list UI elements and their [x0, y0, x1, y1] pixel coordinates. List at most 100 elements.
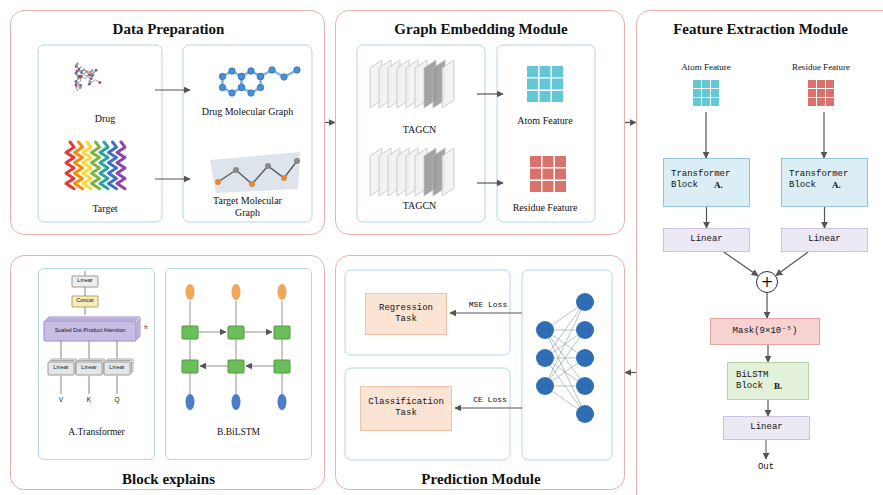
- graph-item: Drug Molecular Graph: [190, 50, 305, 134]
- figure-label: Linear: [104, 364, 130, 370]
- residue-feature-cell: [826, 89, 834, 97]
- connector: [325, 122, 335, 123]
- group-box: [357, 45, 485, 222]
- flow-line: [190, 373, 191, 394]
- protein-helix: [117, 142, 125, 189]
- group-box: [522, 270, 612, 460]
- atom-feature-cell: [693, 89, 701, 97]
- graph-atom: [238, 73, 244, 79]
- linear-layer: Linear: [781, 228, 868, 252]
- molecule-atom: [75, 65, 78, 68]
- atom-feature-cell: [711, 80, 719, 88]
- lstm-cell: [274, 326, 290, 339]
- residue-chain: [218, 161, 297, 184]
- atom-feature-cell: [540, 66, 551, 77]
- figure-label: Concat: [72, 297, 98, 303]
- molecule-atom: [98, 81, 101, 84]
- node-text: +: [757, 274, 777, 290]
- connector: [823, 112, 824, 158]
- molecule-atom: [91, 74, 94, 77]
- output-node: [232, 284, 241, 300]
- graph-atom: [219, 84, 225, 90]
- module-panel: Feature Extraction ModuleAtom FeatureRes…: [636, 10, 883, 495]
- flow-line: [236, 373, 237, 394]
- module-panel: Prediction ModuleRegression TaskClassifi…: [335, 255, 625, 490]
- nn-neuron: [576, 293, 594, 311]
- connector: [155, 89, 190, 90]
- lstm-cell: [182, 360, 198, 373]
- figure-label: Scaled Dot-Product Attention: [44, 327, 136, 333]
- atom-feature-cell: [552, 79, 563, 90]
- flow-line: [89, 376, 90, 394]
- lstm-cell: [228, 360, 244, 373]
- nn-neuron: [576, 321, 594, 339]
- nn-neuron: [576, 405, 594, 423]
- figure-label: V: [51, 396, 71, 403]
- group-box: [345, 368, 510, 460]
- nn-neuron: [576, 377, 594, 395]
- node-text: Atom Feature: [670, 62, 742, 73]
- figure-label: Linear: [48, 364, 74, 370]
- residue-feature-cell: [543, 181, 554, 192]
- node-text: TAGCN: [362, 124, 477, 136]
- lstm-cell: [274, 360, 290, 373]
- loss-arrow: [455, 408, 522, 409]
- node-text: B.: [774, 381, 794, 392]
- node-text: Linear: [724, 422, 809, 433]
- graph-atom: [269, 67, 275, 73]
- node-text: Drug Molecular Graph: [200, 106, 295, 118]
- flow-line: [244, 332, 272, 333]
- module-panel: Data PreparationDrugTargetDrug Molecular…: [10, 10, 325, 235]
- linear-box: [104, 362, 130, 375]
- atom-feature-cell: [702, 89, 710, 97]
- graph-atom: [257, 73, 263, 79]
- nn-link: [545, 330, 585, 414]
- gcn-layer: [442, 148, 454, 196]
- attention-box: [44, 321, 136, 341]
- nn-neuron: [576, 349, 594, 367]
- node-text: Transformer Block: [671, 169, 735, 191]
- flow-line: [89, 341, 90, 360]
- residue-feature-cell: [543, 169, 554, 180]
- connector: [477, 182, 503, 183]
- feature-item: Residue Feature: [503, 148, 587, 218]
- protein-helix: [109, 142, 117, 189]
- graph-atom: [257, 73, 263, 79]
- linear-layer: Linear: [663, 228, 750, 252]
- flow-line: [282, 373, 283, 394]
- graph-atom: [238, 84, 244, 90]
- node-text: A.: [832, 180, 852, 191]
- residue-feature-cell: [808, 80, 816, 88]
- target-item: Target: [55, 134, 155, 218]
- bilstm-block: BiLSTM BlockB.: [727, 362, 809, 400]
- lstm-cell: [182, 326, 198, 339]
- graph-atom: [248, 68, 254, 74]
- residue-feature-cell: [530, 156, 541, 167]
- connector: [155, 178, 190, 179]
- gcn-layer: [442, 60, 454, 108]
- node-text: Target: [55, 203, 155, 215]
- molecule-atom: [75, 84, 78, 87]
- flow-line: [61, 376, 62, 394]
- flow-line: [246, 366, 274, 367]
- linear-box: [48, 362, 74, 375]
- node-text: TAGCN: [362, 200, 477, 212]
- molecule-atom: [89, 80, 92, 83]
- linear-box: [72, 276, 98, 287]
- atom-feature-cell: [540, 79, 551, 90]
- gcn-item: TAGCN: [362, 142, 477, 218]
- residue-feature-cell: [555, 156, 566, 167]
- node-text: Feature Extraction Module: [637, 20, 883, 38]
- molecule-atom: [85, 70, 88, 73]
- molecule-atom: [88, 74, 91, 77]
- atom-feature-cell: [702, 80, 710, 88]
- graph-atom: [294, 67, 300, 73]
- connector: [625, 372, 636, 373]
- transformer-block: Transformer BlockA.: [781, 158, 868, 207]
- node-text: Residue Feature: [503, 202, 587, 214]
- figure-label: K: [79, 396, 99, 403]
- flow-line: [282, 301, 283, 326]
- connector: [706, 207, 707, 228]
